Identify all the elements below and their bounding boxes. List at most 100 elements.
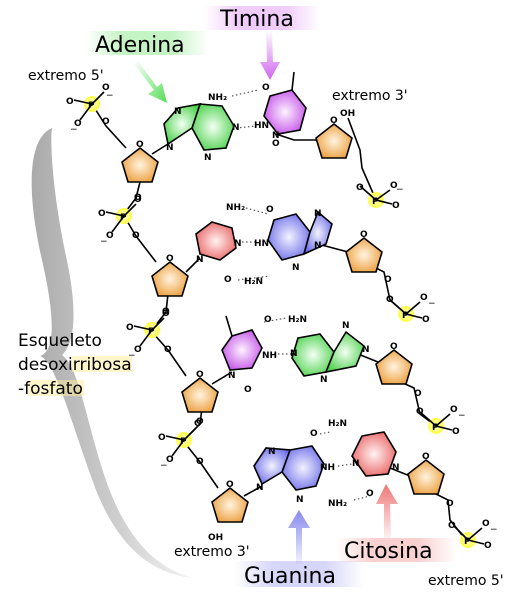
- atom-h2n: H₂N: [244, 277, 263, 287]
- esqueleto-highlight-1: [72, 356, 132, 372]
- atom-o: O: [196, 370, 204, 380]
- atom-o: O: [196, 417, 204, 427]
- label-extremo5-top: extremo 5': [28, 68, 104, 84]
- atom-n: N: [196, 255, 204, 265]
- atom-charge: −: [490, 525, 498, 535]
- sugar: [181, 376, 219, 413]
- atom-p: P: [180, 437, 187, 447]
- atom-o: O: [264, 315, 272, 325]
- atom-o: O: [484, 541, 492, 551]
- atom-n: N: [362, 345, 370, 355]
- atom-o: O: [446, 499, 454, 509]
- atom-o: O: [158, 433, 166, 443]
- atom-o: O: [414, 389, 422, 399]
- backbone-brace: [31, 128, 194, 578]
- atom-o: O: [452, 427, 460, 437]
- atom-p: P: [402, 311, 409, 321]
- atom-o: O: [162, 309, 170, 319]
- atom-n: N: [292, 263, 300, 273]
- sugar: [121, 146, 159, 183]
- citosina-highlight: [336, 538, 456, 562]
- atom-o: O: [266, 205, 274, 215]
- atom-n: N: [290, 349, 298, 359]
- atom-n: N: [320, 375, 328, 385]
- label-guanina: Guanina: [244, 564, 336, 589]
- atom-o: O: [196, 457, 204, 467]
- atom-o: O: [360, 230, 368, 240]
- atom-o: O: [98, 209, 106, 219]
- atom-o: O: [330, 116, 338, 126]
- atom-nh2: NH₂: [208, 93, 227, 103]
- atom-n: N: [228, 371, 236, 381]
- guanina-base-row2: [267, 210, 333, 261]
- timina-highlight: [204, 6, 320, 30]
- atom-n: N: [256, 483, 264, 493]
- atom-oh: OH: [340, 109, 355, 119]
- atom-oh: OH: [208, 533, 223, 543]
- atom-o: O: [390, 181, 398, 191]
- label-extremo3-bottom: extremo 3': [174, 544, 250, 560]
- atom-o: O: [102, 83, 110, 93]
- guanina-highlight: [234, 561, 364, 587]
- atom-o: O: [386, 295, 394, 305]
- sugar: [375, 348, 413, 385]
- label-esqueleto-line2: desoxirribosa: [18, 355, 132, 375]
- atom-n: N: [352, 459, 360, 469]
- label-extremo3-top: extremo 3': [332, 88, 408, 104]
- atom-nh2: NH₂: [328, 499, 347, 509]
- atom-o: O: [134, 345, 142, 355]
- esqueleto-highlight-2: [28, 380, 84, 396]
- atom-o: O: [66, 97, 74, 107]
- atom-labels: P P P P P P P P O O O O O O O O O O O O …: [66, 83, 498, 551]
- label-timina: Timina: [219, 7, 294, 32]
- atom-o: O: [450, 405, 458, 415]
- atom-p: P: [148, 327, 155, 337]
- sugar: [151, 260, 189, 297]
- atom-o: O: [310, 429, 318, 439]
- atom-nh: NH: [320, 463, 335, 473]
- atom-hn: HN: [254, 121, 269, 131]
- atom-n: N: [272, 131, 280, 141]
- sugar: [211, 486, 249, 523]
- atom-charge: −: [100, 237, 108, 247]
- atom-o: O: [420, 293, 428, 303]
- sugars: [121, 122, 445, 523]
- atom-p: P: [120, 213, 127, 223]
- timina-base-top: [263, 71, 307, 135]
- atom-o: O: [392, 201, 400, 211]
- atom-n: N: [204, 153, 212, 163]
- label-extremo5-bottom: extremo 5': [428, 573, 504, 589]
- atom-nh2: NH₂: [226, 203, 245, 213]
- atom-o: O: [244, 385, 252, 395]
- citosina-base-row2: [195, 221, 237, 261]
- atom-o: O: [136, 140, 144, 150]
- atom-o: O: [356, 183, 364, 193]
- atom-n: N: [296, 495, 304, 505]
- atom-o: O: [102, 117, 110, 127]
- atom-o: O: [132, 231, 140, 241]
- atom-o: O: [166, 254, 174, 264]
- atom-n: N: [314, 209, 322, 219]
- label-esqueleto-line1: Esqueleto: [18, 331, 102, 351]
- atom-o: O: [74, 119, 82, 129]
- atom-o: O: [164, 345, 172, 355]
- atom-o: O: [134, 195, 142, 205]
- atom-o: O: [224, 275, 232, 285]
- guanina-base-bottom: [253, 445, 325, 491]
- atom-o: O: [194, 419, 202, 429]
- atom-o: O: [272, 139, 280, 149]
- atom-o: O: [134, 193, 142, 203]
- atom-p: P: [464, 537, 471, 547]
- hydrogen-bonds: [231, 89, 371, 501]
- atom-o: O: [482, 519, 490, 529]
- sugar: [315, 122, 353, 159]
- atom-o: O: [262, 83, 270, 93]
- atom-charge: −: [458, 411, 466, 421]
- atom-p: P: [372, 197, 379, 207]
- sugar: [345, 236, 383, 273]
- atom-nh: NH: [262, 351, 277, 361]
- atom-charge: −: [428, 299, 436, 309]
- atom-o: O: [422, 452, 430, 462]
- atom-o: O: [422, 315, 430, 325]
